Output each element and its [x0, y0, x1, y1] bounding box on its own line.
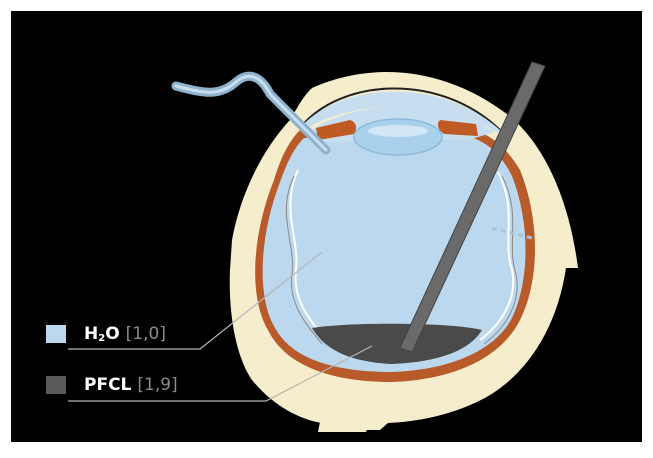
pfcl-label: PFCL: [84, 375, 131, 395]
h2o-label-tail: O: [105, 324, 119, 344]
pfcl-value: [1,9]: [137, 375, 177, 395]
lens-highlight: [368, 125, 428, 137]
legend-item-h2o: H2O[1,0]: [84, 324, 166, 349]
pfcl-swatch: [46, 376, 66, 394]
legend-item-pfcl: PFCL [1,9]: [84, 375, 178, 395]
h2o-value: [1,0]: [126, 324, 166, 344]
h2o-label-main: H: [84, 324, 98, 344]
h2o-swatch: [46, 325, 66, 343]
